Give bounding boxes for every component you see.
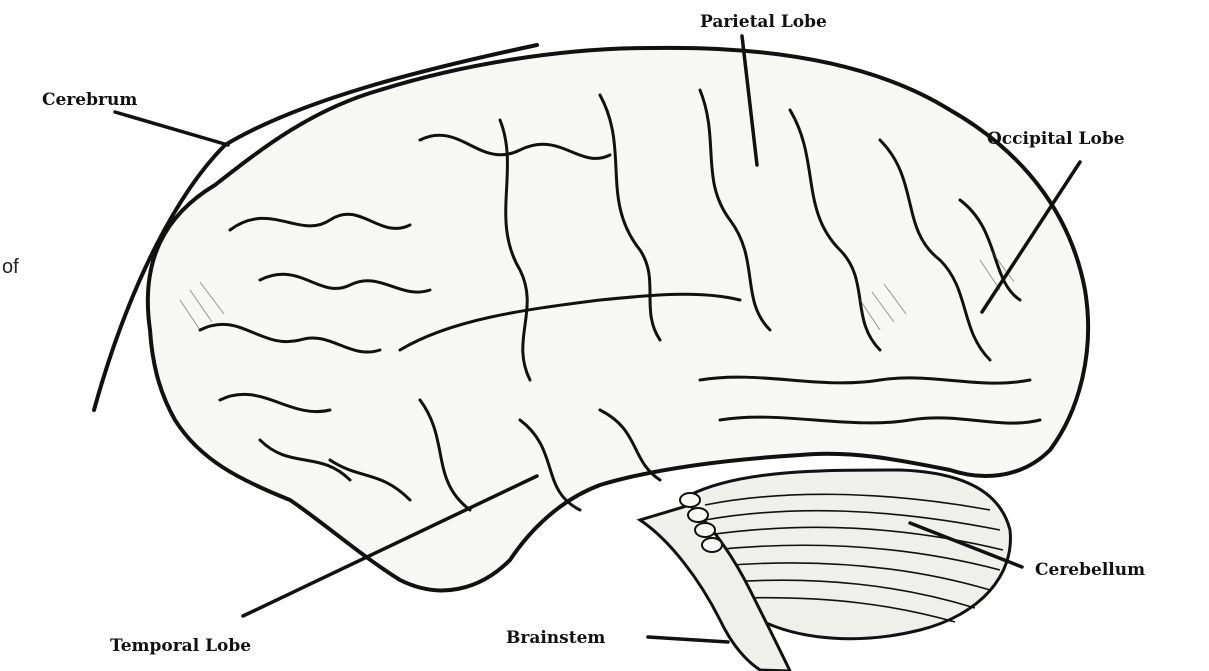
label-cerebellum: Cerebellum <box>1035 560 1145 580</box>
brainstem-leader <box>648 637 728 642</box>
clipped-text: of <box>2 256 19 279</box>
label-cerebrum: Cerebrum <box>42 90 137 110</box>
cerebrum-leader <box>115 112 228 145</box>
label-brainstem: Brainstem <box>506 628 605 648</box>
label-temporal-lobe: Temporal Lobe <box>110 636 251 656</box>
label-occipital-lobe: Occipital Lobe <box>987 129 1125 149</box>
label-parietal-lobe: Parietal Lobe <box>700 12 827 32</box>
